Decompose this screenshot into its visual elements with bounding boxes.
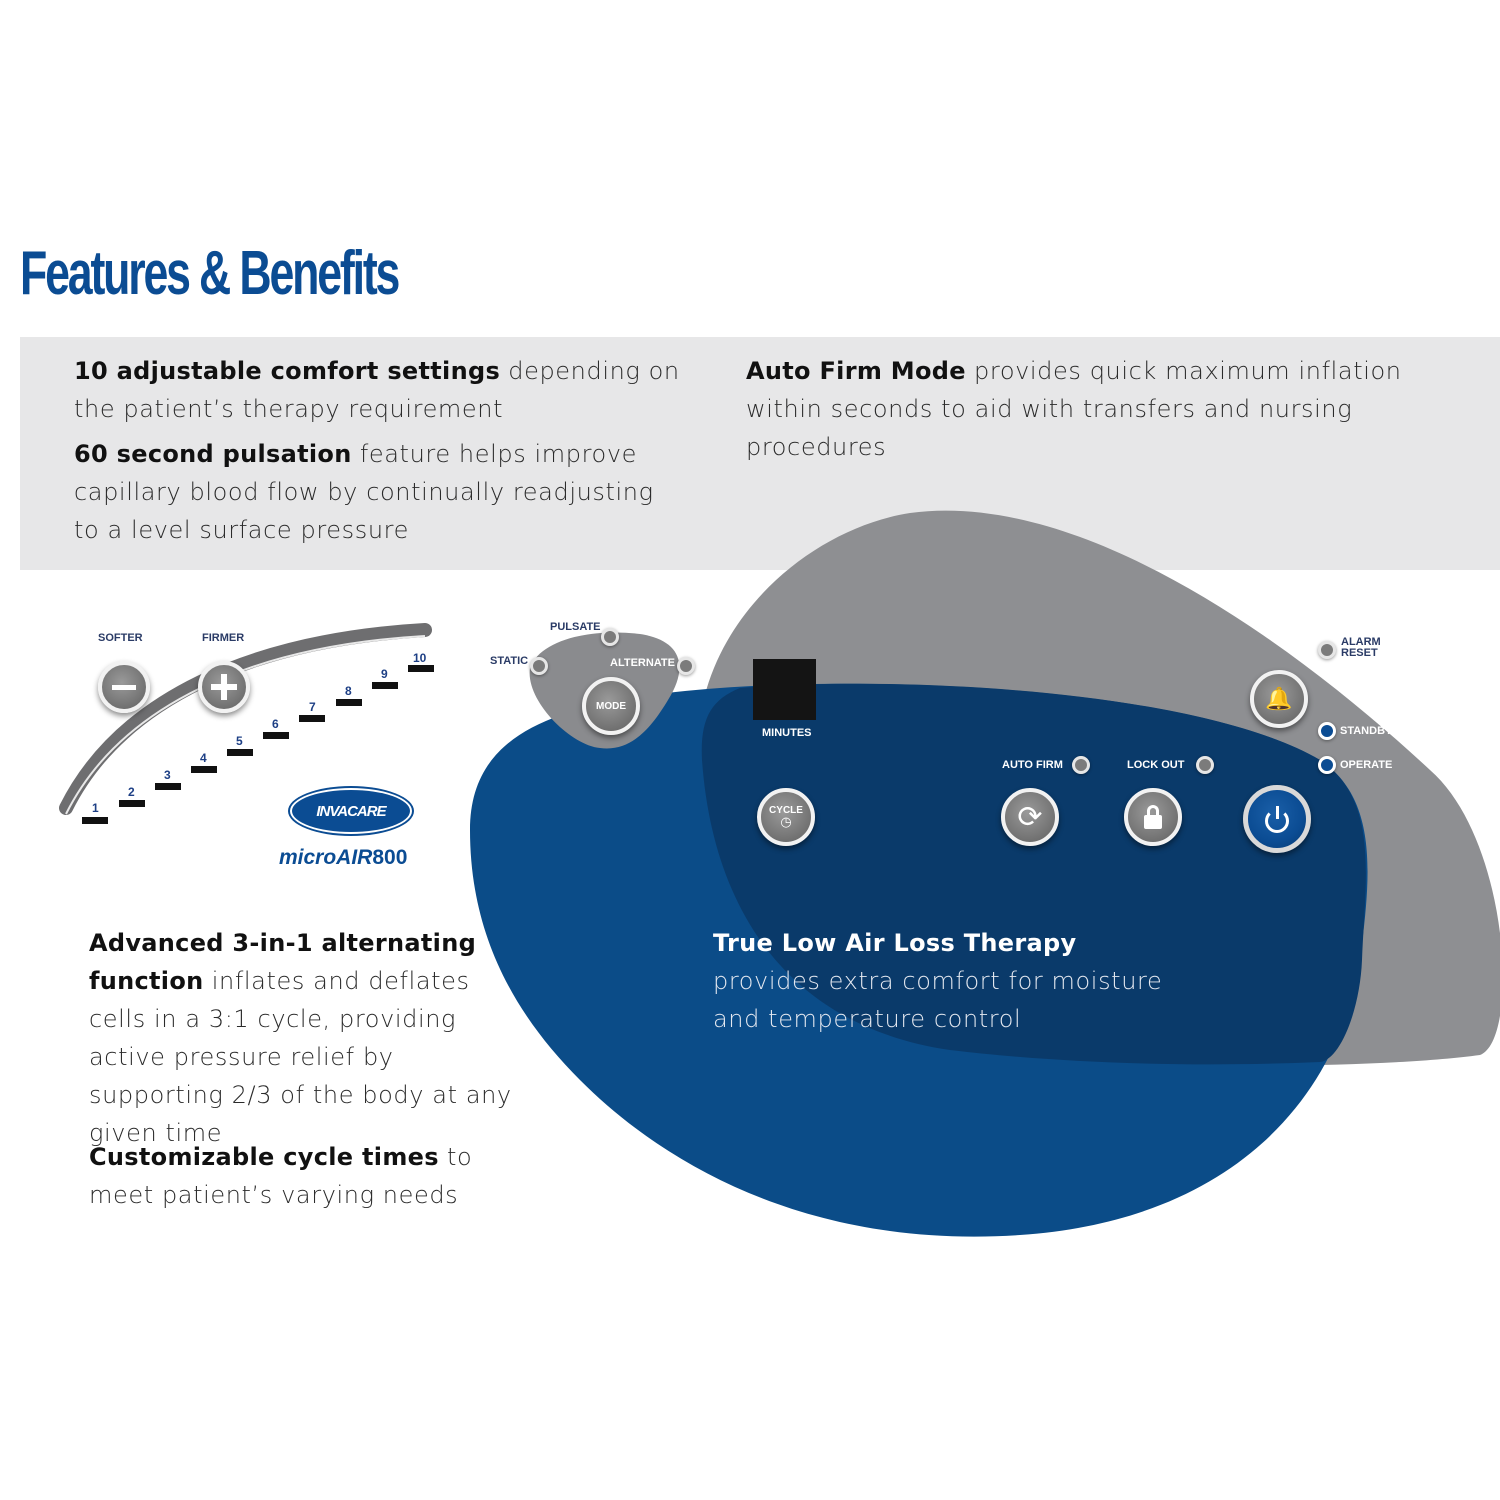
minutes-display	[753, 659, 816, 720]
level-number: 2	[128, 785, 135, 799]
overlap-blob	[701, 683, 1366, 1065]
level-marker	[119, 800, 145, 807]
lock-out-button[interactable]	[1124, 788, 1182, 846]
level-marker	[227, 749, 253, 756]
alarm-reset-label: ALARM RESET	[1341, 636, 1381, 659]
alternate-label: ALTERNATE	[610, 657, 675, 669]
feature-alternating: Advanced 3-in-1 alternating function inf…	[89, 929, 512, 1147]
bell-icon: 🔔	[1265, 686, 1293, 712]
alarm-reset-indicator	[1318, 641, 1336, 659]
lock-icon	[1144, 805, 1162, 829]
auto-firm-button[interactable]: ⟳	[1001, 788, 1059, 846]
alternate-indicator	[677, 657, 695, 675]
invacare-logo: INVACARE	[290, 788, 412, 834]
pulsate-indicator	[601, 628, 619, 646]
power-icon	[1265, 806, 1289, 833]
auto-firm-indicator	[1072, 756, 1090, 774]
comfort-arc	[59, 623, 432, 815]
operate-label: OPERATE	[1340, 759, 1393, 771]
level-number: 3	[164, 768, 171, 782]
level-number: 10	[413, 651, 427, 665]
level-number: 6	[272, 717, 279, 731]
cycle-button[interactable]: CYCLE ◷	[757, 788, 815, 846]
static-indicator	[530, 657, 548, 675]
level-marker	[263, 732, 289, 739]
timer-icon: ◷	[780, 815, 792, 830]
level-number: 4	[200, 751, 207, 765]
lock-out-indicator	[1196, 756, 1214, 774]
level-number: 1	[92, 801, 99, 815]
feature-auto-firm: Auto Firm Mode provides quick maximum in…	[746, 357, 1402, 461]
page-title: Features & Benefits	[20, 239, 400, 308]
firmer-label: FIRMER	[202, 632, 245, 644]
level-number: 5	[236, 734, 243, 748]
feature-pulsation: 60 second pulsation feature helps improv…	[74, 440, 654, 544]
feature-cycle-times: Customizable cycle times to meet patient…	[89, 1143, 473, 1209]
alarm-button[interactable]: 🔔	[1250, 670, 1308, 728]
level-marker	[155, 783, 181, 790]
product-name: microAIR800	[279, 846, 408, 869]
level-marker	[299, 715, 325, 722]
softer-label: SOFTER	[98, 632, 143, 644]
plus-icon	[211, 674, 237, 700]
level-number: 8	[345, 684, 352, 698]
level-marker	[372, 682, 398, 689]
firmer-button[interactable]	[198, 661, 250, 713]
minus-icon	[112, 684, 136, 690]
feature-low-air-loss: True Low Air Loss Therapy provides extra…	[713, 929, 1163, 1033]
level-number: 9	[381, 667, 388, 681]
standby-indicator	[1318, 722, 1336, 740]
static-label: STATIC	[490, 655, 529, 667]
auto-firm-label: AUTO FIRM	[1002, 759, 1063, 771]
level-marker	[191, 766, 217, 773]
lock-out-label: LOCK OUT	[1127, 759, 1185, 771]
mode-button[interactable]: MODE	[582, 677, 640, 735]
level-marker	[336, 699, 362, 706]
softer-button[interactable]	[98, 661, 150, 713]
power-button[interactable]	[1243, 785, 1311, 853]
level-marker	[408, 665, 434, 672]
pulsate-label: PULSATE	[550, 621, 601, 633]
operate-indicator	[1318, 756, 1336, 774]
refresh-icon: ⟳	[1017, 799, 1043, 835]
minutes-label: MINUTES	[762, 727, 812, 739]
feature-comfort-settings: 10 adjustable comfort settings depending…	[74, 357, 680, 423]
level-number: 7	[309, 700, 316, 714]
level-marker	[82, 817, 108, 824]
features-band	[20, 337, 1500, 570]
standby-label: STANDBY	[1340, 725, 1393, 737]
